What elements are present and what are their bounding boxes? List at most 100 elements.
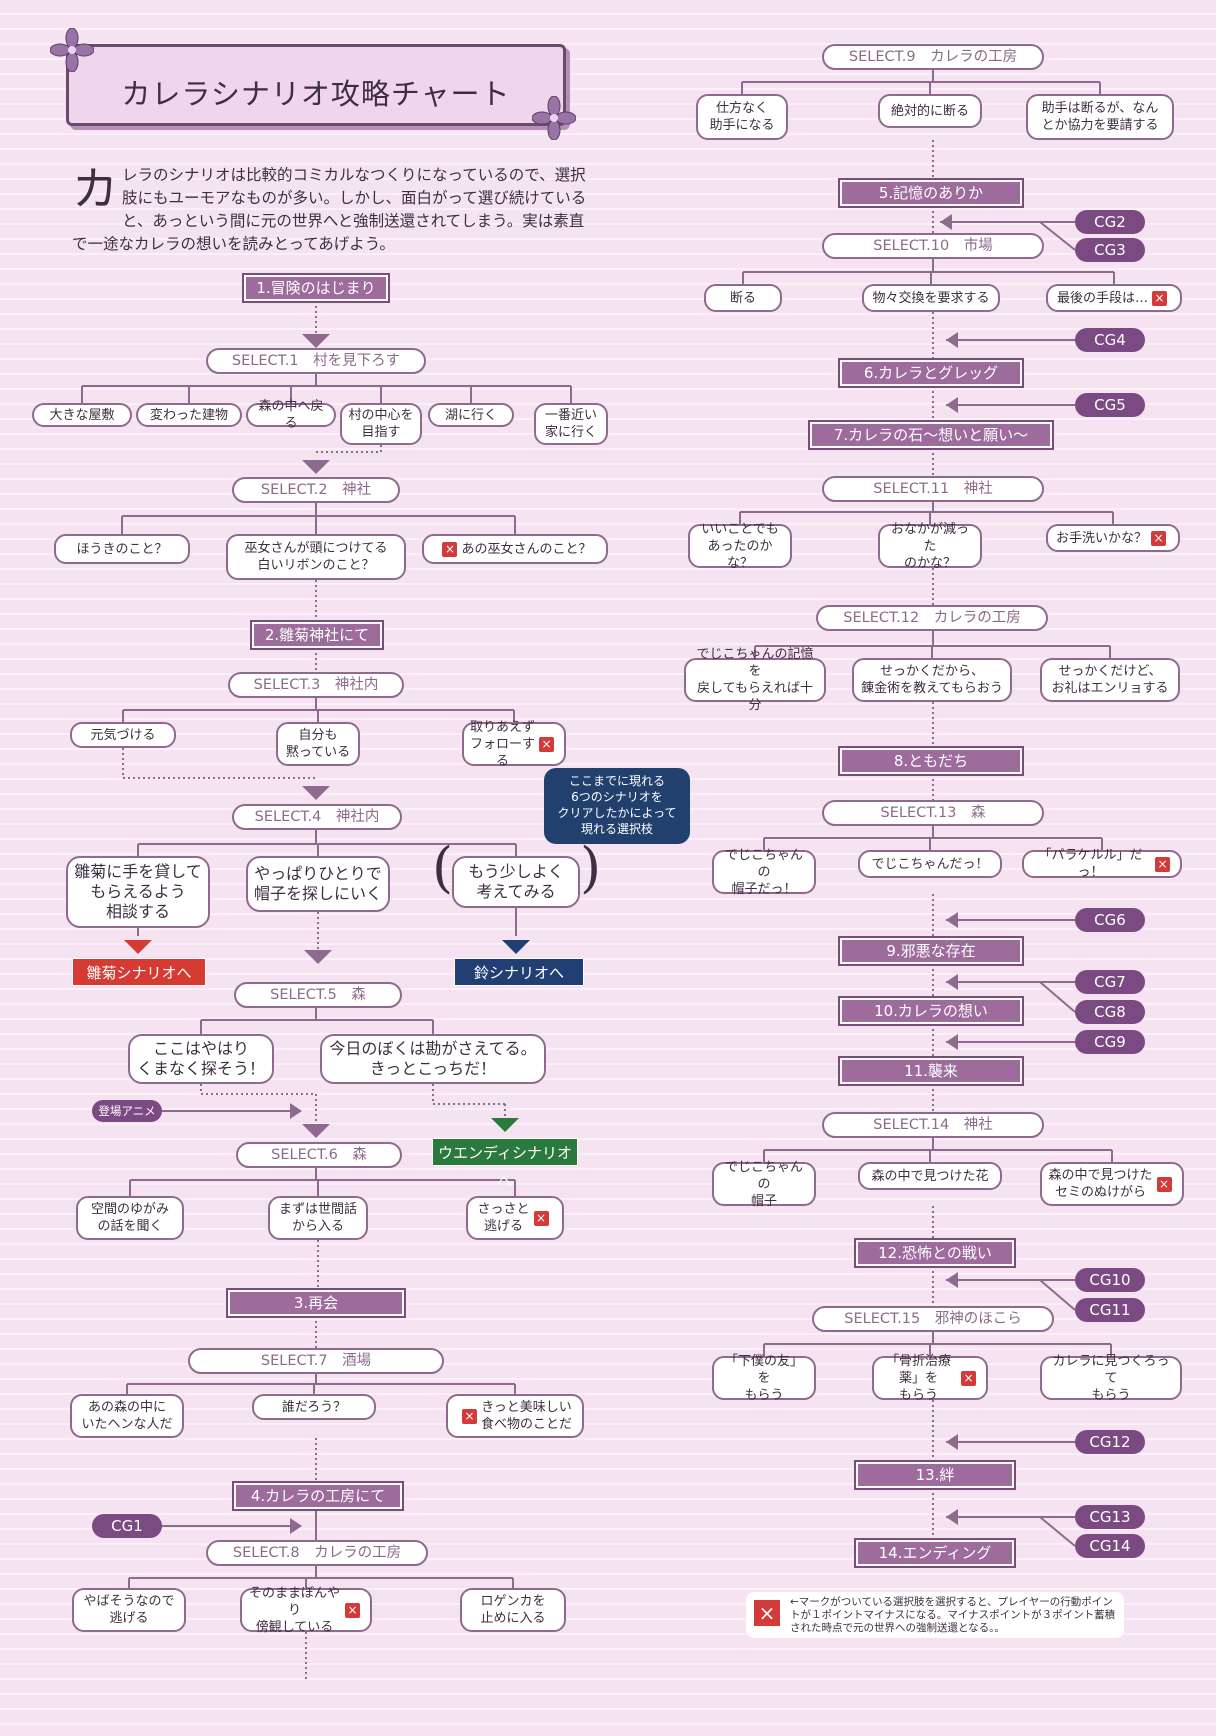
choice-option: 「下僕の友」を もらう [712,1354,816,1403]
arrow-left-icon [946,1509,958,1525]
choice-option: 空間のゆがみ の話を聞く [76,1196,184,1240]
arrow-left-icon [946,1434,958,1450]
chapter-box: 10.カレラの想い [838,996,1024,1026]
choice-text: あの森の中に いたヘンな人だ [81,1400,173,1432]
legend: × ←マークがついている選択肢を選択すると、プレイヤーの行動ポイントが１ポイント… [746,1592,1124,1638]
choice-text: でじこちゃんだっ！ [871,856,989,872]
page-title: カレラシナリオ攻略チャート [121,77,511,111]
choice-text: 助手は断るが、なん とか協力を要請する [1041,101,1159,133]
select-header: SELECT.11 神社 [822,476,1044,502]
anime-badge: 登場アニメ [92,1100,162,1122]
choice-option: 最後の手段は…× [1046,284,1182,312]
choice-text: 今日のぼくは勘がさえてる。 きっとこっちだ！ [329,1039,537,1078]
arrow-left-icon [946,1034,958,1050]
connector-line [1039,981,1076,1013]
select-header: SELECT.10 市場 [822,233,1044,259]
choice-text: あの巫女さんのこと？ [461,541,592,557]
route-label: 雛菊シナリオへ [72,958,206,986]
connector-line [1039,1516,1076,1547]
arrow-left-icon [946,912,958,928]
select-header: SELECT.15 邪神のほこら [812,1306,1054,1332]
choice-option: やっぱりひとりで 帽子を探しにいく [246,856,390,912]
choice-text: 森の中で見つけた セミのぬけがら [1048,1168,1153,1200]
choice-text: おなかが減った のかな？ [890,521,969,571]
choice-text: 変わった建物 [149,407,228,423]
choice-text: 物々交換を要求する [872,290,990,306]
choice-text: 仕方なく 助手になる [709,101,775,133]
select-header: SELECT.5 森 [234,982,402,1008]
arrow-left-icon [946,332,958,348]
choice-text: 誰だろう？ [281,1399,347,1415]
choice-text: 「骨折治療薬」を もらう [885,1353,951,1403]
select-header: SELECT.9 カレラの工房 [822,44,1044,70]
select-header: SELECT.8 カレラの工房 [206,1540,428,1566]
cg-badge: CG1 [92,1514,162,1538]
choice-option: 「骨折治療薬」を もらう× [872,1354,988,1403]
choice-option: あの森の中に いたヘンな人だ [70,1394,184,1438]
select-header: SELECT.14 神社 [822,1112,1044,1138]
arrow-down-icon [304,950,332,964]
penalty-x-icon: × [1152,290,1167,306]
select-header: SELECT.12 カレラの工房 [816,605,1048,631]
choice-text: ここはやはり くまなく探そう！ [136,1039,265,1078]
choice-text: 大きな屋敷 [49,407,115,423]
choice-option: もう少しよく 考えてみる [452,856,580,908]
choice-text: 雛菊に手を貸して もらえるよう 相談する [74,862,202,921]
penalty-x-icon: × [539,736,554,752]
choice-option: 今日のぼくは勘がさえてる。 きっとこっちだ！ [320,1034,546,1084]
choice-option: 巫女さんが頭につけてる 白いリボンのこと？ [226,534,406,580]
choice-text: 自分も 黙っている [285,728,351,760]
select-header: SELECT.1 村を見下ろす [206,348,426,374]
choice-option: 断る [704,284,782,312]
cg-badge: CG2 [1075,210,1145,234]
choice-option: いいことでも あったのかな？ [688,522,792,571]
choice-text: お手洗いかな？ [1055,530,1147,546]
arrow-left-icon [940,214,952,230]
choice-option: 「パラケルル」だっ！× [1022,848,1182,880]
choice-option: 絶対的に断る [878,94,982,128]
cg-badge: CG7 [1075,970,1145,994]
left-paren: ( [432,836,454,899]
choice-option: 物々交換を要求する [862,284,1000,312]
cg-badge: CG12 [1075,1430,1145,1454]
choice-option: 森の中で見つけた セミのぬけがら× [1040,1162,1184,1206]
choice-text: カレラに見つくろって もらう [1052,1353,1170,1403]
choice-text: ほうきのこと？ [76,541,168,557]
choice-option: 村の中心を 目指す [340,403,422,445]
choice-option: そのままぼんやり 傍観している× [240,1586,372,1635]
route-label: ウエンディシナリオへ [432,1138,578,1190]
penalty-x-icon: × [533,1210,549,1226]
choice-option: 助手は断るが、なん とか協力を要請する [1026,94,1174,140]
choice-option: 湖に行く [428,403,514,427]
connector-line [1039,221,1076,251]
choice-text: ロゲンカを 止めに入る [480,1594,546,1626]
choice-text: でじこちゃんの記憶を 戻してもらえれば十分 [696,647,814,713]
choice-option: でじこちゃんだっ！ [858,850,1002,878]
chapter-box: 8.ともだち [838,746,1024,776]
choice-text: 取りあえず フォローする [470,719,536,769]
select-header: SELECT.7 酒場 [188,1348,444,1374]
arrow-down-icon [302,1124,330,1138]
choice-option: せっかくだけど、 お礼はエンリョする [1040,658,1180,702]
cg-badge: CG11 [1075,1298,1145,1322]
choice-option: さっさと 逃げる× [466,1196,564,1240]
choice-text: せっかくだけど、 お礼はエンリョする [1051,664,1169,696]
choice-option: 一番近い 家に行く [534,403,608,445]
choice-option: ロゲンカを 止めに入る [460,1588,566,1632]
arrow-down-icon [502,940,530,954]
choice-option: でじこちゃんの 帽子 [712,1160,816,1209]
cg-badge: CG5 [1075,393,1145,417]
choice-text: いいことでも あったのかな？ [701,521,779,571]
cg-badge: CG6 [1075,908,1145,932]
choice-option: 森の中で見つけた花 [858,1162,1002,1190]
choice-text: きっと美味しい 食べ物のことだ [480,1400,572,1432]
intro-drop-cap: カ [72,162,118,216]
intro-paragraph: カ レラのシナリオは比較的コミカルなつくりになっているので、選択肢にもユーモアな… [72,164,592,256]
arrow-left-icon [946,397,958,413]
penalty-x-icon: × [1156,1176,1172,1192]
choice-option: せっかくだから、 錬金術を教えてもらおう [852,658,1012,702]
cg-badge: CG9 [1075,1030,1145,1054]
choice-text: 断る [729,290,756,306]
